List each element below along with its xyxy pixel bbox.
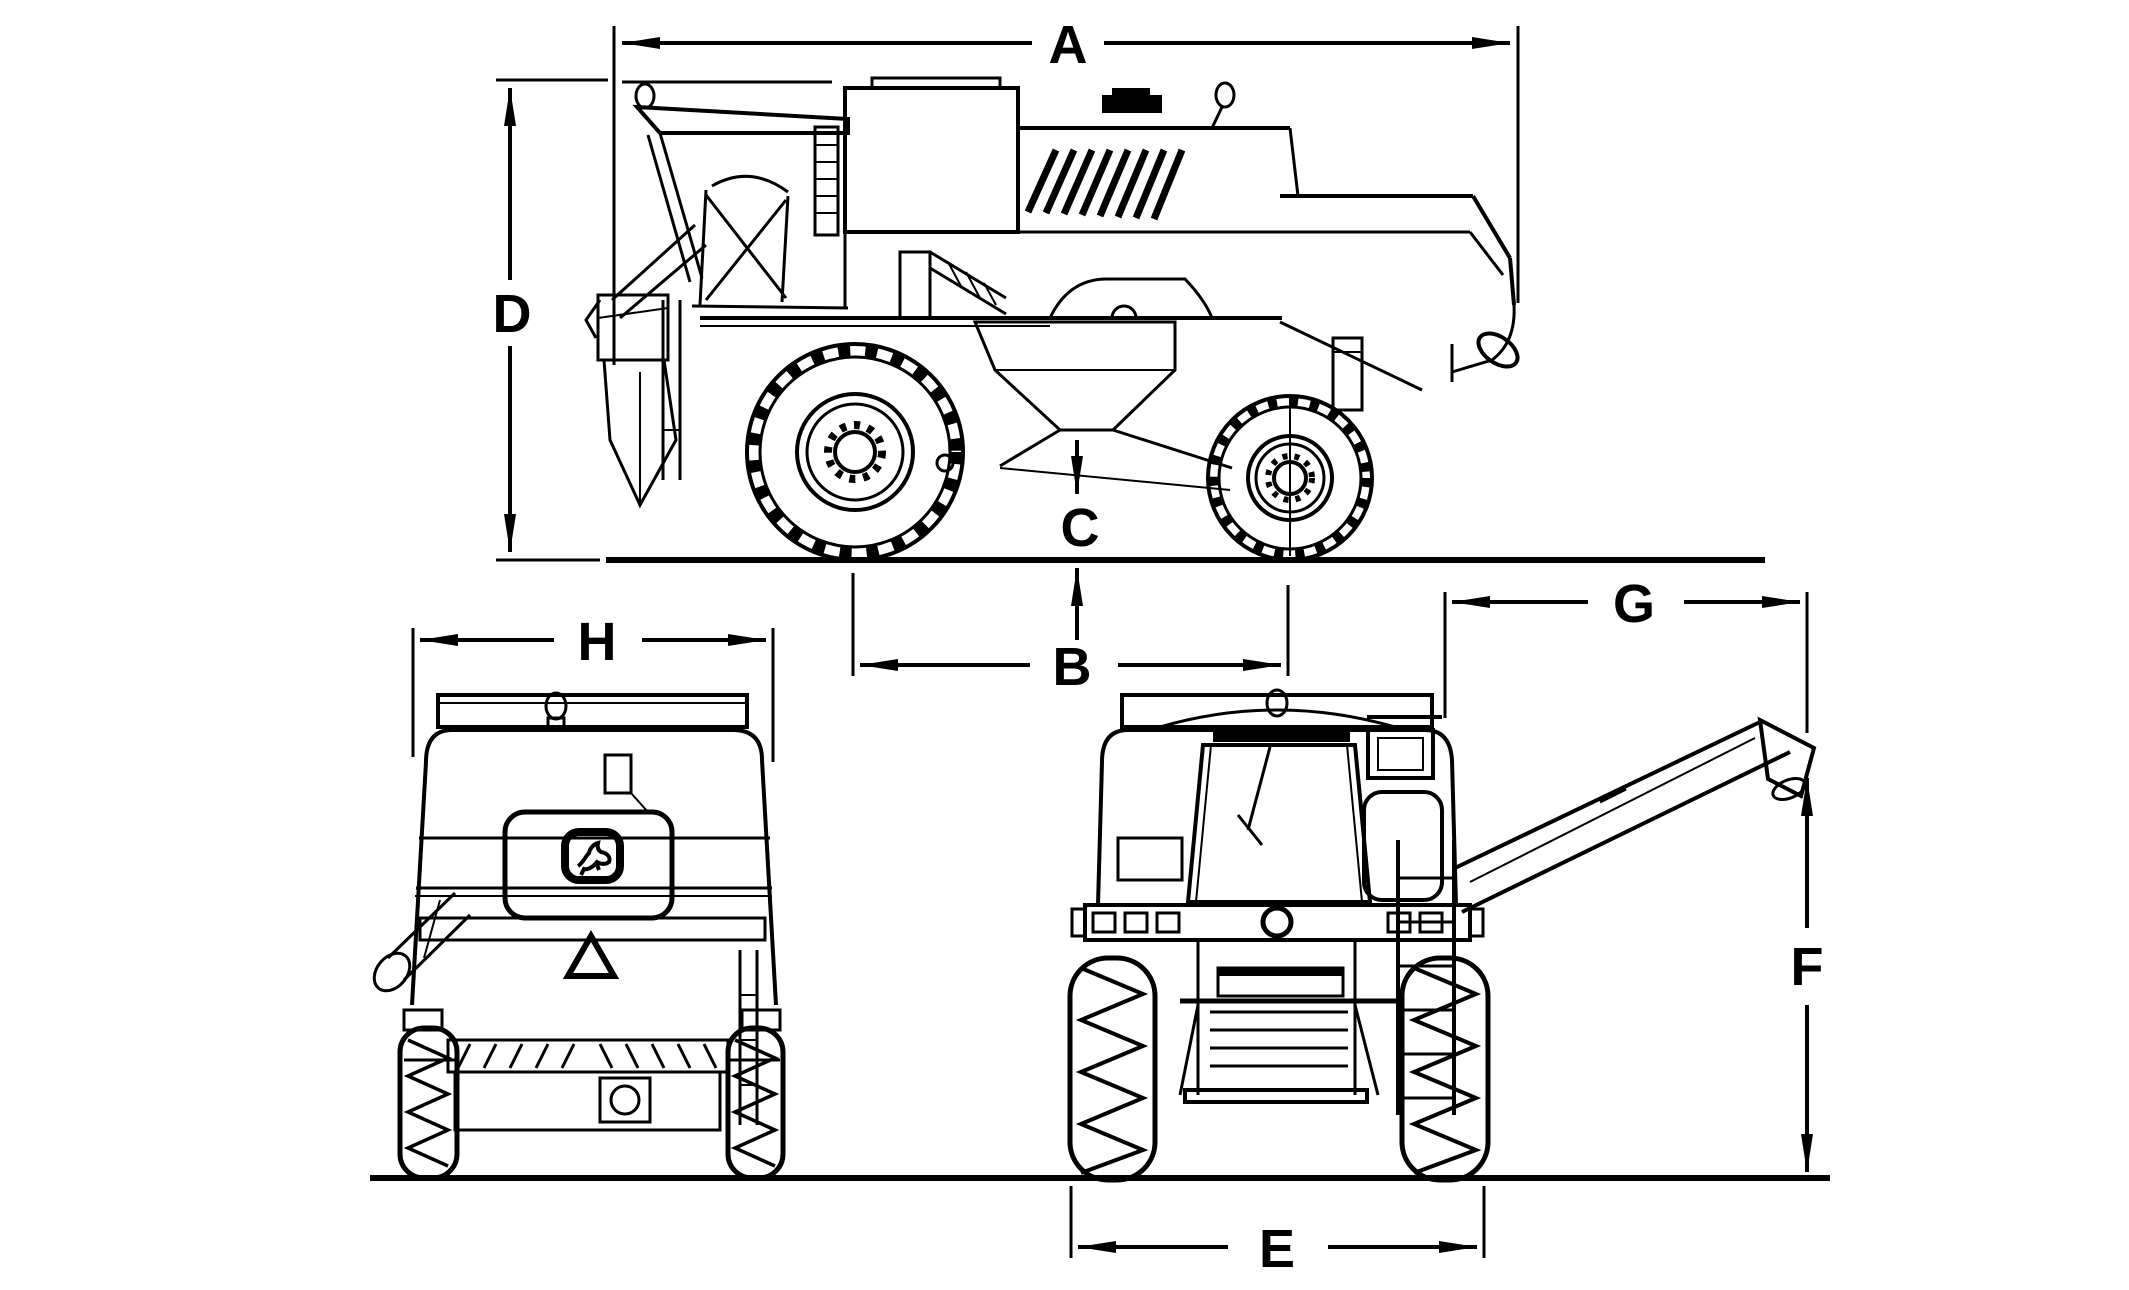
dimension-h: H bbox=[411, 612, 775, 762]
rear-left-tire bbox=[397, 1008, 460, 1181]
front-ladder bbox=[1396, 840, 1456, 1115]
side-grain-tank bbox=[843, 76, 1020, 234]
unloading-auger bbox=[1454, 716, 1817, 914]
dimension-c: C bbox=[1061, 440, 1100, 640]
rear-center-panel bbox=[502, 809, 675, 921]
side-rear-body bbox=[1279, 127, 1520, 412]
front-windshield bbox=[1185, 730, 1373, 904]
front-feeder-house bbox=[1178, 940, 1403, 1104]
dimension-label-e: E bbox=[1259, 1219, 1295, 1279]
side-mid-body bbox=[700, 250, 1282, 491]
side-header-feeder bbox=[584, 223, 707, 509]
dimension-label-d: D bbox=[493, 284, 532, 344]
side-engine-deck bbox=[1018, 81, 1470, 234]
dimension-label-h: H bbox=[578, 612, 617, 672]
engine-louvers bbox=[1024, 148, 1186, 221]
dimension-label-f: F bbox=[1791, 937, 1824, 997]
side-rear-wheel bbox=[1206, 394, 1374, 562]
dimension-g: G bbox=[1443, 574, 1809, 733]
dimension-label-c: C bbox=[1061, 498, 1100, 558]
side-front-wheel bbox=[745, 342, 965, 562]
smv-triangle-icon bbox=[562, 929, 620, 979]
front-view bbox=[1067, 688, 1817, 1183]
rear-lower-frame bbox=[404, 916, 780, 1132]
john-deere-logo-icon bbox=[561, 828, 624, 884]
exhaust-muffler bbox=[1102, 95, 1162, 113]
dimension-label-a: A bbox=[1049, 15, 1088, 75]
side-cab bbox=[632, 82, 850, 310]
handrail bbox=[1362, 790, 1444, 902]
beacon-light-icon bbox=[1265, 688, 1289, 718]
chaff-spreader bbox=[1331, 336, 1364, 412]
front-left-tire bbox=[1067, 955, 1158, 1183]
dimension-b: B bbox=[851, 573, 1290, 697]
dimension-e: E bbox=[1069, 1186, 1486, 1279]
front-right-tire bbox=[1399, 955, 1491, 1183]
dimension-d: D bbox=[493, 78, 608, 562]
front-lower-band bbox=[1070, 903, 1485, 942]
rear-view bbox=[372, 691, 786, 1181]
john-deere-medallion-icon bbox=[1260, 905, 1294, 939]
dimension-a: A bbox=[612, 15, 1520, 365]
dimension-f: F bbox=[1791, 778, 1824, 1172]
beacon-light-icon bbox=[634, 82, 656, 110]
wiper-icon bbox=[1246, 746, 1272, 831]
leaping-deer-icon bbox=[576, 840, 612, 876]
beacon-light-icon bbox=[1214, 81, 1236, 109]
cab-monitor bbox=[1366, 728, 1435, 780]
dimension-label-g: G bbox=[1613, 574, 1655, 634]
dimension-label-b: B bbox=[1053, 637, 1092, 697]
side-view bbox=[584, 76, 1765, 563]
